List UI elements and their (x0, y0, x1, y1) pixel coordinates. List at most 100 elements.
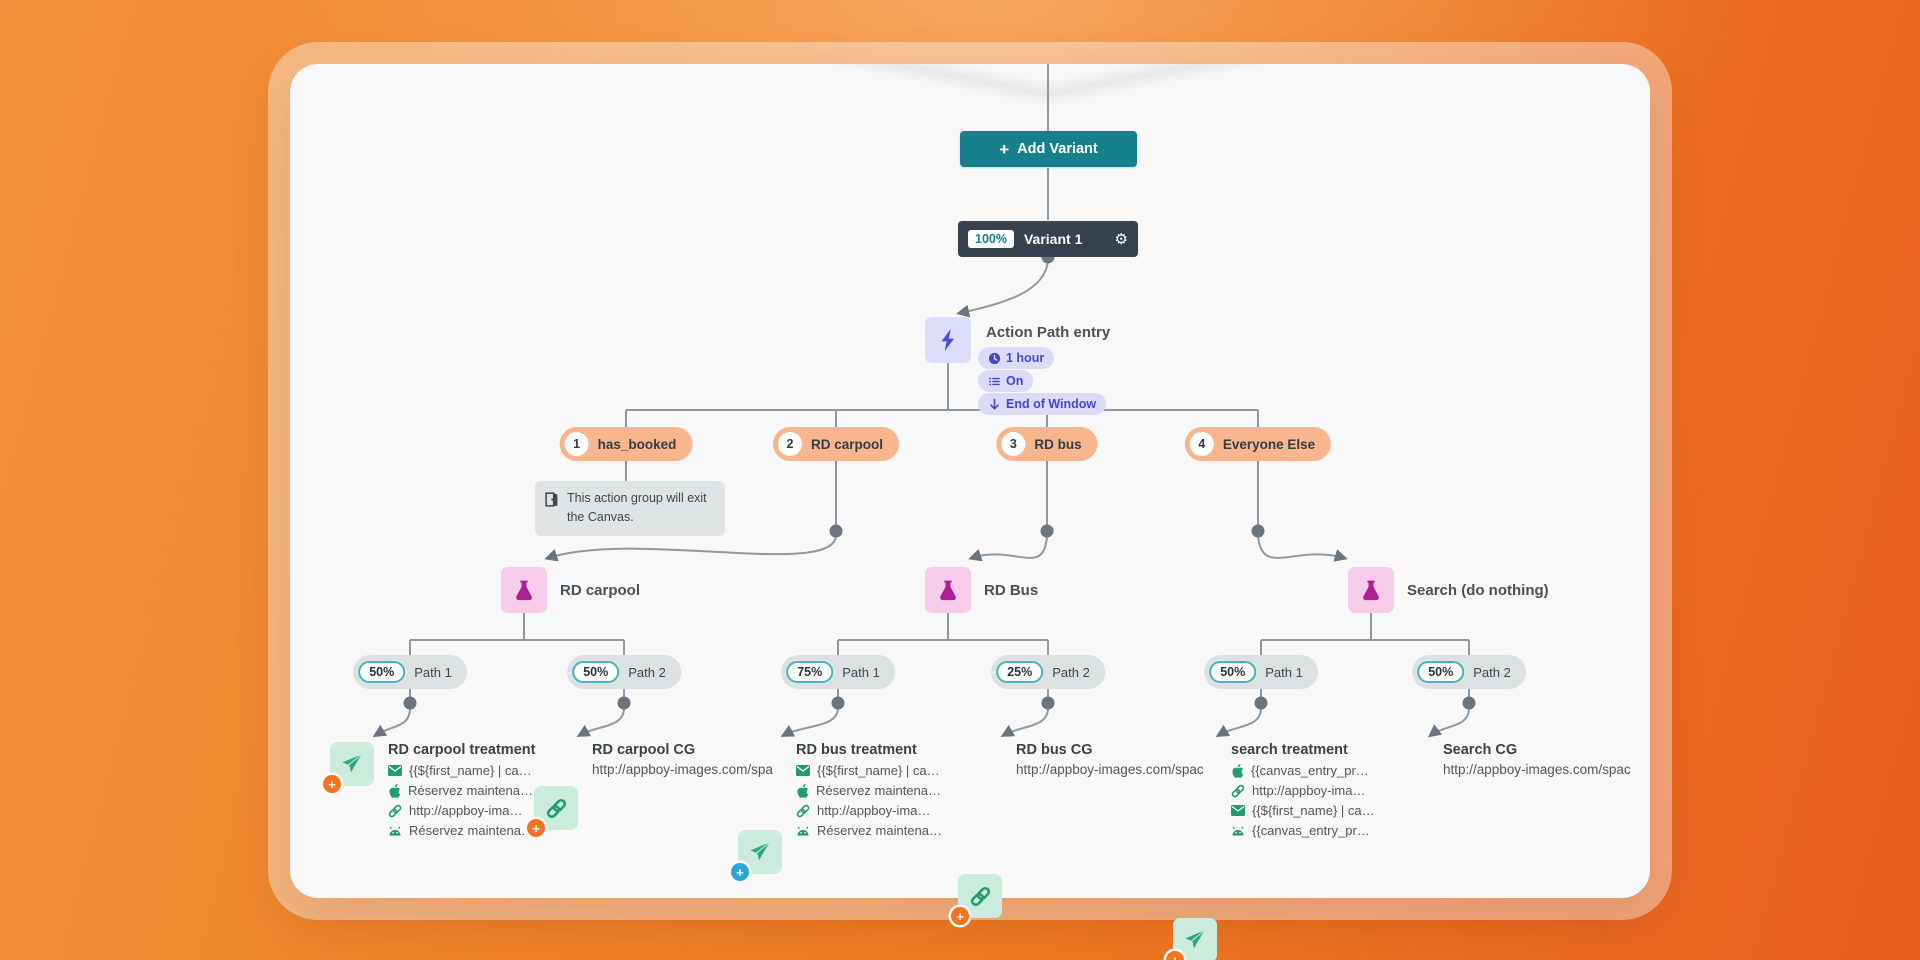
path-percent: 50% (358, 661, 406, 683)
add-variant-button[interactable]: + Add Variant (960, 131, 1137, 167)
path-label: Path 1 (1265, 664, 1303, 680)
add-step-badge[interactable]: + (323, 775, 341, 793)
branch-number: 1 (564, 432, 589, 456)
message-title: RD carpool treatment (388, 742, 536, 758)
message-content: RD bus CG http://appboy-images.com/spac (1016, 742, 1204, 777)
branch-pill-rd-carpool[interactable]: 2 RD carpool (772, 427, 900, 461)
send-icon (750, 841, 770, 862)
flask-icon (940, 580, 956, 600)
experiment-node-search[interactable] (1348, 567, 1394, 613)
message-content: Search CG http://appboy-images.com/spac (1443, 742, 1631, 777)
email-icon (1231, 805, 1245, 816)
plus-icon: + (999, 139, 1010, 159)
message-title: RD bus CG (1016, 742, 1093, 758)
experiment-label: Search (do nothing) (1407, 582, 1549, 599)
message-content: RD carpool treatment {{${first_name} | c… (388, 742, 535, 838)
add-step-badge[interactable]: + (951, 907, 969, 925)
message-title: Search CG (1443, 742, 1518, 758)
path-label: Path 2 (1473, 664, 1511, 680)
path-pill-carpool-2[interactable]: 50% Path 2 (567, 655, 681, 689)
message-row-text: {{${first_name} | ca… (409, 763, 532, 778)
entry-on-chip: On (978, 370, 1034, 393)
flask-icon (1363, 580, 1379, 600)
message-title: RD bus treatment (796, 742, 917, 758)
link-icon (796, 804, 810, 817)
message-title: search treatment (1231, 742, 1348, 758)
lightning-icon (941, 329, 955, 351)
message-node-rd-carpool-cg[interactable]: + (527, 786, 578, 837)
branch-label: has_booked (597, 436, 677, 452)
path-label: Path 2 (628, 664, 666, 680)
message-row-text: {{${first_name} | ca… (1252, 803, 1375, 818)
add-step-badge[interactable]: + (731, 863, 749, 881)
message-node-rd-carpool-treatment[interactable]: + (323, 742, 374, 793)
link-icon (546, 798, 566, 818)
message-row-text: Réservez maintena… (816, 783, 941, 798)
branch-pill-everyone-else[interactable]: 4 Everyone Else (1184, 427, 1332, 461)
entry-window-chip: End of Window (978, 393, 1107, 416)
message-row-text: http://appboy-ima… (409, 803, 523, 818)
add-step-badge[interactable]: + (1166, 951, 1184, 960)
message-row-text: {{${first_name} | ca… (817, 763, 940, 778)
gear-icon[interactable]: ⚙ (1114, 230, 1128, 248)
variant-label: Variant 1 (1023, 231, 1083, 247)
send-icon (1185, 929, 1205, 950)
android-icon (389, 826, 401, 835)
path-percent: 75% (786, 661, 834, 683)
branch-pill-rd-bus[interactable]: 3 RD bus (996, 427, 1098, 461)
add-step-badge[interactable]: + (527, 819, 545, 837)
branch-label: RD bus (1034, 436, 1082, 452)
message-content: RD bus treatment {{${first_name} | ca… R… (796, 742, 942, 838)
entry-delay-chip: 1 hour (978, 347, 1055, 370)
experiment-node-rd-bus[interactable] (925, 567, 971, 613)
exit-door-icon (545, 492, 558, 507)
experiment-node-rd-carpool[interactable] (501, 567, 547, 613)
path-label: Path 2 (1052, 664, 1090, 680)
canvas-panel: + Add Variant 100% Variant 1 ⚙ Action Pa… (290, 64, 1650, 960)
path-pill-bus-1[interactable]: 75% Path 1 (781, 655, 895, 689)
branch-number: 3 (1001, 432, 1026, 456)
link-icon (970, 886, 990, 906)
message-subtitle: http://appboy-images.com/spac (1443, 762, 1631, 777)
email-icon (796, 765, 810, 776)
path-label: Path 1 (842, 664, 880, 680)
path-pill-bus-2[interactable]: 25% Path 2 (991, 655, 1105, 689)
link-icon (388, 804, 402, 817)
variant-node[interactable]: 100% Variant 1 ⚙ (958, 221, 1138, 257)
message-title: RD carpool CG (592, 742, 696, 758)
message-row-text: http://appboy-ima… (817, 803, 931, 818)
branch-pill-has-booked[interactable]: 1 has_booked (559, 427, 693, 461)
message-subtitle: http://appboy-images.com/spa (592, 762, 773, 777)
exit-note-text: This action group will exit the Canvas. (567, 491, 707, 525)
experiment-label: RD Bus (984, 582, 1039, 599)
send-icon (342, 753, 362, 774)
apple-icon (797, 783, 809, 798)
link-icon (1231, 784, 1245, 797)
clock-icon (988, 352, 1001, 364)
path-percent: 50% (1209, 661, 1257, 683)
entry-on-label: On (1006, 374, 1024, 388)
path-pill-carpool-1[interactable]: 50% Path 1 (353, 655, 467, 689)
message-content: search treatment {{canvas_entry_pr… http… (1231, 742, 1375, 838)
message-node-rd-bus-treatment[interactable]: + (731, 830, 782, 881)
path-pill-search-1[interactable]: 50% Path 1 (1204, 655, 1318, 689)
message-row-text: Réservez maintena… (817, 823, 942, 838)
path-percent: 25% (996, 661, 1044, 683)
android-icon (797, 826, 809, 835)
path-label: Path 1 (414, 664, 452, 680)
message-row-text: {{canvas_entry_pr… (1252, 823, 1370, 838)
action-path-entry-label: Action Path entry (986, 324, 1111, 341)
action-path-entry-node[interactable] (925, 317, 971, 363)
path-pill-search-2[interactable]: 50% Path 2 (1412, 655, 1526, 689)
message-node-search-treatment[interactable]: + (1166, 918, 1217, 960)
message-row-text: Réservez maintena… (408, 783, 533, 798)
message-subtitle: http://appboy-images.com/spac (1016, 762, 1204, 777)
add-variant-label: Add Variant (1017, 141, 1098, 157)
branch-number: 4 (1189, 432, 1214, 456)
message-node-rd-bus-cg[interactable]: + (951, 874, 1002, 925)
message-row-text: {{canvas_entry_pr… (1251, 763, 1369, 778)
variant-percent-badge: 100% (968, 229, 1014, 249)
message-row-text: http://appboy-ima… (1252, 783, 1366, 798)
path-percent: 50% (572, 661, 620, 683)
